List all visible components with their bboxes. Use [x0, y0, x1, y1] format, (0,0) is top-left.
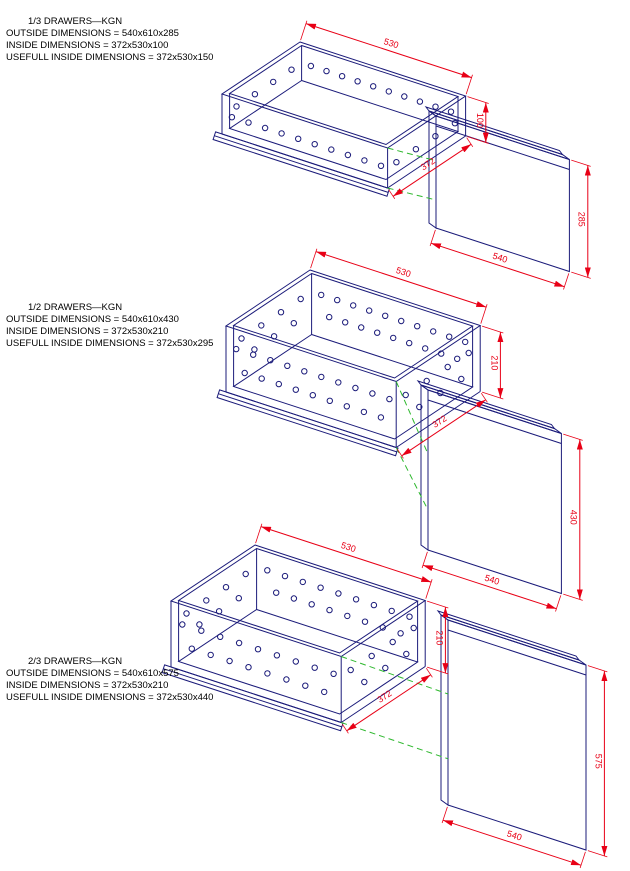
drawer-1-2-inside-dimensions: INSIDE DIMENSIONS = 372x530x210 [6, 326, 169, 337]
dimension-label: 530 [340, 540, 357, 554]
spec-block-drawer-1-2: 1/2 DRAWERS—KGN OUTSIDE DIMENSIONS = 540… [6, 302, 213, 350]
dimension-label: 372 [430, 413, 448, 430]
dimension-label: 530 [395, 265, 412, 279]
drawer-1-2-assembly-connectors [395, 381, 429, 511]
drawing-drawer-2-3: 530 210 372 575 540 [161, 523, 608, 869]
dimension-label: 540 [491, 251, 508, 265]
spec-block-drawer-1-3: 1/3 DRAWERS—KGN OUTSIDE DIMENSIONS = 540… [6, 16, 213, 64]
dimension-label: 372 [419, 156, 437, 173]
dimension-label: 210 [489, 355, 499, 370]
drawer-2-3-dimensions: 530 210 372 575 540 [255, 523, 608, 869]
dimension-label: 372 [375, 688, 393, 705]
drawer-1-3-inside-dimensions: INSIDE DIMENSIONS = 372x530x100 [6, 40, 169, 51]
drawer-1-3-usefull-inside-dimensions: USEFULL INSIDE DIMENSIONS = 372x530x150 [6, 52, 214, 63]
drawer-1-2-dimensions: 530 210 372 430 540 [310, 248, 583, 612]
drawer-2-3-title: 2/3 DRAWERS—KGN [28, 656, 123, 667]
dimension-label: 285 [577, 212, 587, 227]
drawer-1-2-perforated-box [216, 269, 482, 457]
drawing-drawer-1-2: 530 210 372 430 540 [216, 248, 583, 612]
dimension-label: 530 [382, 36, 399, 50]
drawer-1-3-perforated-box [212, 41, 467, 197]
drawer-2-3-front-panel [436, 610, 587, 851]
dimension-label: 210 [434, 630, 444, 645]
dimension-label: 575 [593, 754, 603, 769]
dimension-label: 430 [569, 510, 579, 525]
drawer-2-3-usefull-inside-dimensions: USEFULL INSIDE DIMENSIONS = 372x530x440 [6, 692, 214, 703]
dimension-label: 540 [483, 573, 500, 587]
drawer-1-2-usefull-inside-dimensions: USEFULL INSIDE DIMENSIONS = 372x530x295 [6, 338, 214, 349]
drawer-1-3-title: 1/3 DRAWERS—KGN [28, 16, 123, 27]
drawer-1-2-outside-dimensions: OUTSIDE DIMENSIONS = 540x610x430 [6, 314, 179, 325]
drawer-1-3-outside-dimensions: OUTSIDE DIMENSIONS = 540x610x285 [6, 28, 179, 39]
drawer-2-3-assembly-connectors [341, 656, 449, 760]
drawer-1-2-front-panel [416, 380, 562, 595]
spec-block-drawer-2-3: 2/3 DRAWERS—KGN OUTSIDE DIMENSIONS = 540… [6, 656, 213, 704]
drawing-layers: 5301003722855405302103724305405302103725… [161, 20, 608, 869]
drawing-drawer-1-3: 530 100 372 285 540 [212, 20, 591, 290]
drawer-2-3-outside-dimensions: OUTSIDE DIMENSIONS = 540x610x575 [6, 668, 179, 679]
drawer-1-2-title: 1/2 DRAWERS—KGN [28, 302, 123, 313]
drawer-2-3-inside-dimensions: INSIDE DIMENSIONS = 372x530x210 [6, 680, 169, 691]
drawer-1-3-dimensions: 530 100 372 285 540 [300, 20, 591, 290]
dimension-label: 100 [475, 113, 485, 128]
drawer-1-3-front-panel [424, 106, 570, 273]
dimension-label: 540 [506, 828, 523, 842]
